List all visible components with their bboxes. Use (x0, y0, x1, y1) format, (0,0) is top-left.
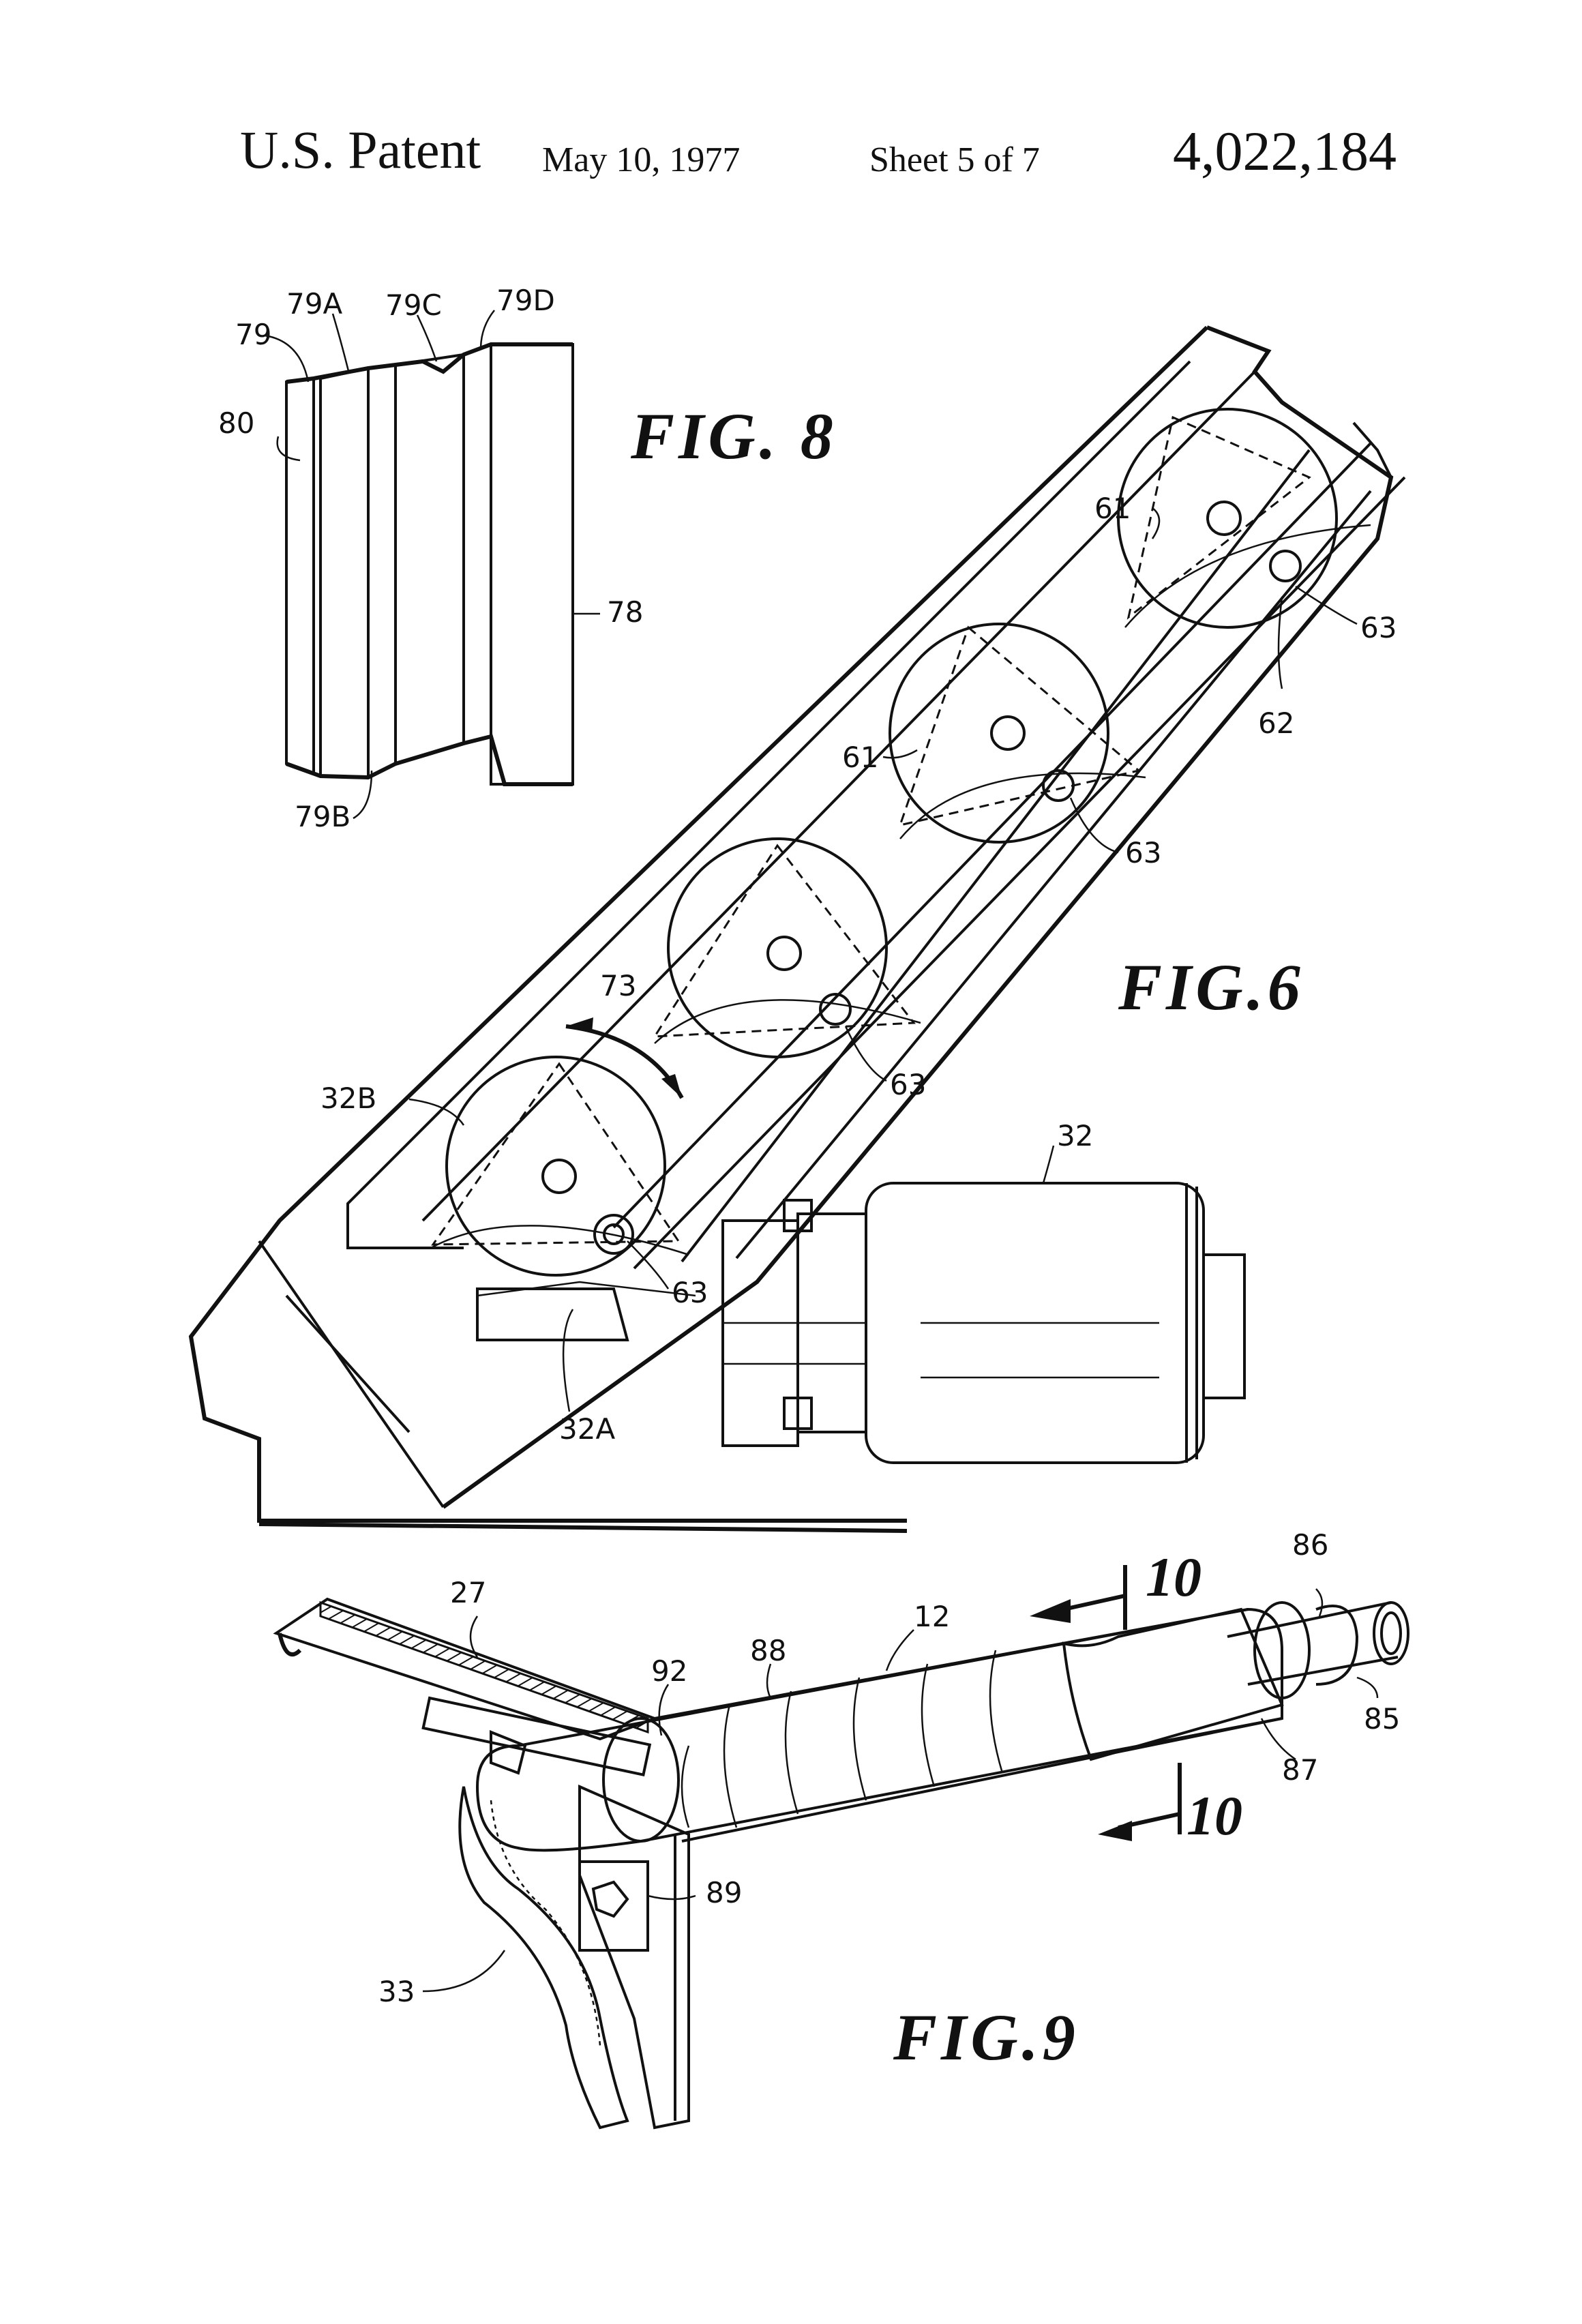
fig6-label-62: 62 (1258, 706, 1294, 740)
fig6-label-63-top: 63 (1360, 611, 1397, 644)
fig6-label-32a: 32A (559, 1412, 615, 1446)
fig6-label-63-middle: 63 (1125, 836, 1161, 869)
fig6-label-32: 32 (1057, 1119, 1093, 1152)
fig8-laminate-drawing (286, 344, 573, 784)
fig6-label-73: 73 (600, 969, 636, 1002)
fig9-label-92: 92 (651, 1654, 687, 1688)
fig6-drive-shaft-band (614, 443, 1405, 1268)
fig9-section-label-top: 10 (1146, 1546, 1202, 1608)
fig6-motor (723, 1183, 1244, 1463)
fig9-label-33: 33 (378, 1975, 415, 2008)
fig9-label-89: 89 (706, 1876, 742, 1909)
fig8-title: FIG. 8 (630, 400, 837, 473)
fig9-label-86: 86 (1292, 1528, 1328, 1562)
fig8-label-79c: 79C (385, 288, 442, 322)
fig6-label-63-bottom: 63 (672, 1276, 708, 1309)
fig8-label-79a: 79A (286, 287, 342, 321)
fig6-base-line (259, 1524, 907, 1531)
fig6-label-61-top: 61 (1094, 492, 1131, 525)
fig8-label-79b: 79B (295, 800, 350, 833)
fig9-conduit (477, 1603, 1408, 1850)
fig9-title: FIG.9 (893, 2001, 1079, 2074)
fig9-bracket (276, 1599, 689, 2128)
fig9-label-12: 12 (914, 1600, 950, 1633)
fig6-title: FIG.6 (1118, 951, 1304, 1024)
fig8-label-78: 78 (607, 595, 643, 629)
fig9-section-label-bottom: 10 (1186, 1785, 1242, 1847)
fig6-worm-gear (477, 1289, 627, 1340)
fig6-label-61-middle: 61 (842, 741, 878, 774)
fig6-label-32b: 32B (320, 1082, 376, 1115)
fig8-label-79: 79 (235, 318, 271, 351)
fig9-label-85: 85 (1364, 1702, 1400, 1735)
fig9-label-88: 88 (750, 1634, 786, 1667)
fig6-label-63-lower: 63 (890, 1068, 926, 1101)
fig8-label-79d: 79D (496, 284, 555, 317)
fig9-label-87: 87 (1282, 1753, 1318, 1787)
fig9-label-27: 27 (450, 1576, 486, 1609)
fig8-label-80: 80 (218, 406, 254, 440)
